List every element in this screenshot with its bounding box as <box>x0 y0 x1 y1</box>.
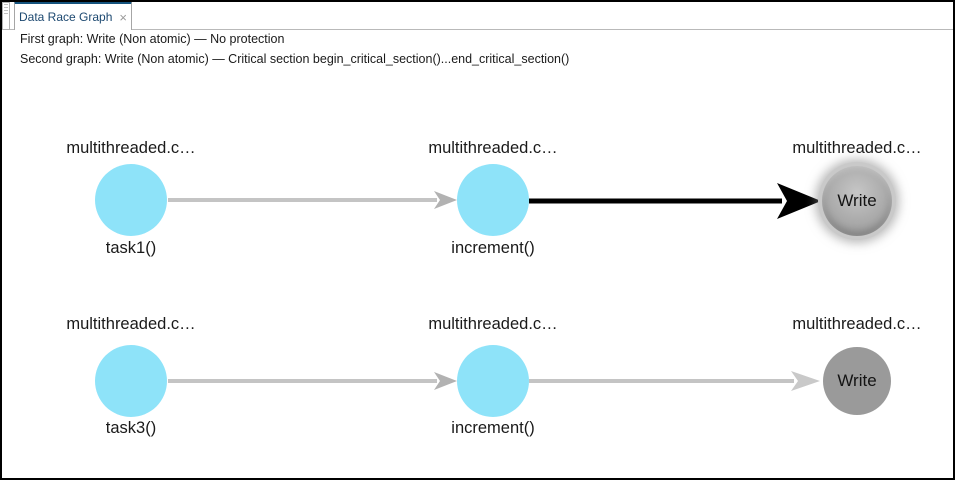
node-file-label: multithreaded.c… <box>792 315 922 333</box>
node-increment-2[interactable] <box>457 345 529 417</box>
first-graph-description: First graph: Write (Non atomic) — No pro… <box>20 32 285 46</box>
node-write-selected[interactable]: Write <box>822 166 892 236</box>
tab-label: Data Race Graph <box>19 10 113 24</box>
write-access-label: Write <box>837 371 877 390</box>
tab-close-icon[interactable]: × <box>119 10 127 25</box>
node-increment-1[interactable] <box>457 164 529 236</box>
node-task3[interactable] <box>95 345 167 417</box>
node-func-label: increment() <box>451 239 535 257</box>
tab-data-race-graph[interactable]: Data Race Graph × <box>14 0 132 30</box>
node-func-label: increment() <box>451 419 535 437</box>
node-func-label: task1() <box>105 239 157 257</box>
edge-task1-increment-arrowhead <box>434 191 457 209</box>
node-file-label: multithreaded.c… <box>428 139 558 157</box>
edge-increment-write-gray-arrowhead <box>791 371 820 391</box>
node-file-label: multithreaded.c… <box>66 139 196 157</box>
second-graph-description: Second graph: Write (Non atomic) — Criti… <box>20 52 570 66</box>
node-func-label: task3() <box>105 419 157 437</box>
edge-task3-increment-arrowhead <box>434 372 457 390</box>
panel-grip[interactable] <box>2 2 10 30</box>
node-write[interactable]: Write <box>823 347 891 415</box>
node-task1[interactable] <box>95 164 167 236</box>
node-file-label: multithreaded.c… <box>66 315 196 333</box>
tabbar-divider <box>9 29 955 30</box>
node-file-label: multithreaded.c… <box>428 315 558 333</box>
node-file-label: multithreaded.c… <box>792 139 922 157</box>
write-access-label: Write <box>837 191 877 210</box>
edge-increment-write-black-arrowhead <box>777 183 821 219</box>
